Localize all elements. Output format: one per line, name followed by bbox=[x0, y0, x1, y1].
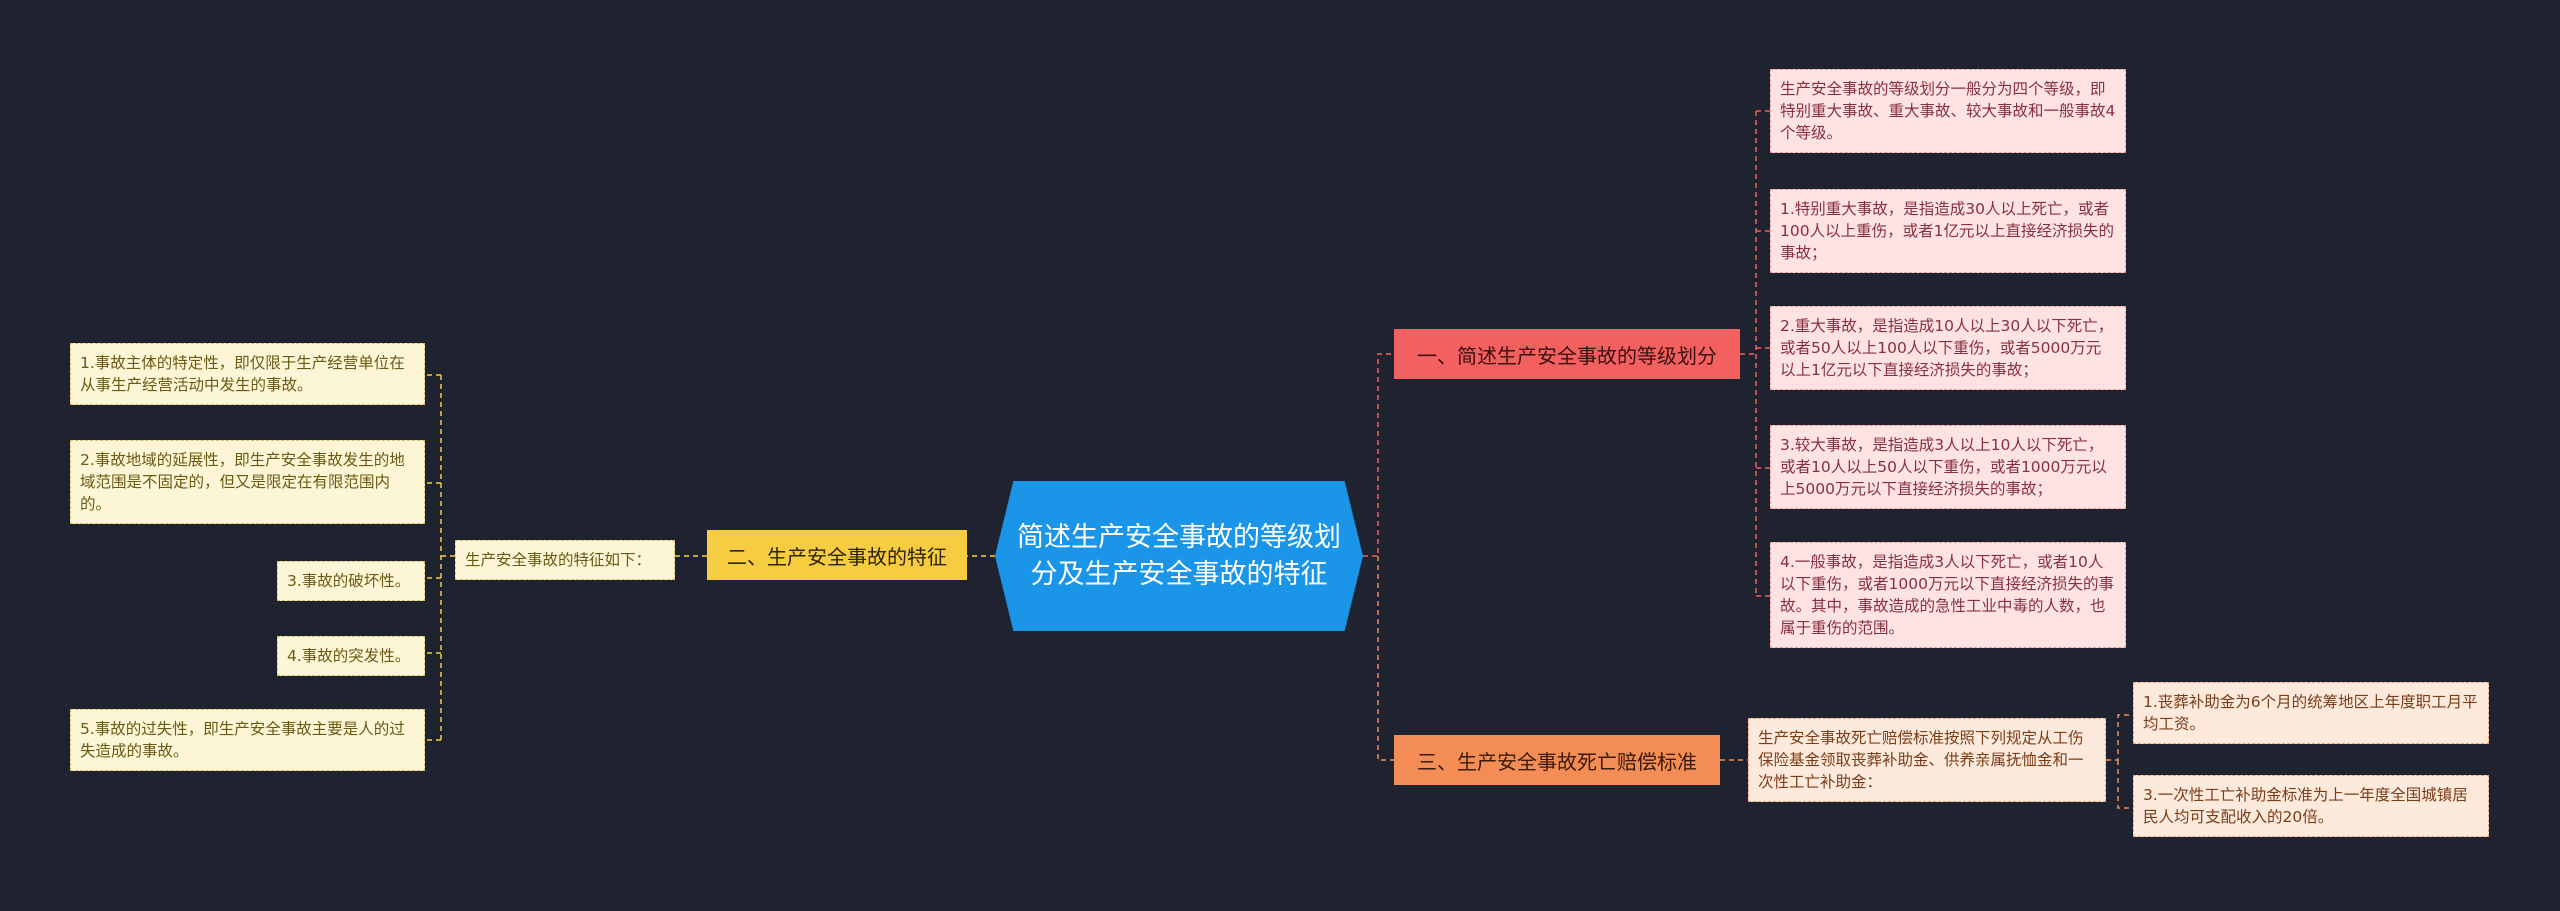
branch-grade-classification-label: 一、简述生产安全事故的等级划分 bbox=[1417, 343, 1717, 368]
grade-leaf-text: 3.较大事故，是指造成3人以上10人以下死亡，或者10人以上50人以下重伤，或者… bbox=[1780, 436, 2107, 498]
characteristic-leaf-text: 1.事故主体的特定性，即仅限于生产经营单位在从事生产经营活动中发生的事故。 bbox=[80, 354, 405, 394]
characteristic-leaf-2[interactable]: 2.事故地域的延展性，即生产安全事故发生的地域范围是不固定的，但又是限定在有限范… bbox=[70, 440, 425, 524]
branch-grade-classification[interactable]: 一、简述生产安全事故的等级划分 bbox=[1394, 329, 1740, 379]
compensation-leaf-text: 3.一次性工亡补助金标准为上一年度全国城镇居民人均可支配收入的20倍。 bbox=[2143, 786, 2468, 826]
characteristics-subtopic[interactable]: 生产安全事故的特征如下： bbox=[455, 540, 675, 580]
characteristics-subtopic-text: 生产安全事故的特征如下： bbox=[465, 551, 652, 569]
characteristic-leaf-text: 2.事故地域的延展性，即生产安全事故发生的地域范围是不固定的，但又是限定在有限范… bbox=[80, 451, 405, 513]
grade-leaf-4[interactable]: 4.一般事故，是指造成3人以下死亡，或者10人以下重伤，或者1000万元以下直接… bbox=[1770, 542, 2126, 648]
grade-leaf-text: 生产安全事故的等级划分一般分为四个等级，即特别重大事故、重大事故、较大事故和一般… bbox=[1780, 80, 2116, 142]
characteristic-leaf-3[interactable]: 3.事故的破坏性。 bbox=[277, 561, 425, 601]
branch-death-compensation-label: 三、生产安全事故死亡赔偿标准 bbox=[1417, 749, 1697, 774]
grade-leaf-3[interactable]: 3.较大事故，是指造成3人以上10人以下死亡，或者10人以上50人以下重伤，或者… bbox=[1770, 425, 2126, 509]
grade-leaf-text: 2.重大事故，是指造成10人以上30人以下死亡，或者50人以上100人以下重伤，… bbox=[1780, 317, 2114, 379]
compensation-leaf-3[interactable]: 3.一次性工亡补助金标准为上一年度全国城镇居民人均可支配收入的20倍。 bbox=[2133, 775, 2489, 837]
branch-accident-characteristics[interactable]: 二、生产安全事故的特征 bbox=[707, 530, 967, 580]
compensation-leaf-text: 1.丧葬补助金为6个月的统筹地区上年度职工月平均工资。 bbox=[2143, 693, 2478, 733]
grade-leaf-2[interactable]: 2.重大事故，是指造成10人以上30人以下死亡，或者50人以上100人以下重伤，… bbox=[1770, 306, 2126, 390]
branch-accident-characteristics-label: 二、生产安全事故的特征 bbox=[727, 544, 947, 569]
compensation-leaf-1[interactable]: 1.丧葬补助金为6个月的统筹地区上年度职工月平均工资。 bbox=[2133, 682, 2489, 744]
characteristic-leaf-text: 3.事故的破坏性。 bbox=[287, 572, 411, 590]
characteristic-leaf-5[interactable]: 5.事故的过失性，即生产安全事故主要是人的过失造成的事故。 bbox=[70, 709, 425, 771]
grade-leaf-overview[interactable]: 生产安全事故的等级划分一般分为四个等级，即特别重大事故、重大事故、较大事故和一般… bbox=[1770, 69, 2126, 153]
compensation-subtopic[interactable]: 生产安全事故死亡赔偿标准按照下列规定从工伤保险基金领取丧葬补助金、供养亲属抚恤金… bbox=[1748, 718, 2106, 802]
compensation-subtopic-text: 生产安全事故死亡赔偿标准按照下列规定从工伤保险基金领取丧葬补助金、供养亲属抚恤金… bbox=[1758, 729, 2084, 791]
grade-leaf-text: 4.一般事故，是指造成3人以下死亡，或者10人以下重伤，或者1000万元以下直接… bbox=[1780, 553, 2114, 637]
central-topic-text: 简述生产安全事故的等级划分及生产安全事故的特征 bbox=[1017, 522, 1341, 590]
characteristic-leaf-text: 4.事故的突发性。 bbox=[287, 647, 411, 665]
characteristic-leaf-4[interactable]: 4.事故的突发性。 bbox=[277, 636, 425, 676]
branch-death-compensation[interactable]: 三、生产安全事故死亡赔偿标准 bbox=[1394, 735, 1720, 785]
characteristic-leaf-text: 5.事故的过失性，即生产安全事故主要是人的过失造成的事故。 bbox=[80, 720, 405, 760]
grade-leaf-text: 1.特别重大事故，是指造成30人以上死亡，或者100人以上重伤，或者1亿元以上直… bbox=[1780, 200, 2114, 262]
grade-leaf-1[interactable]: 1.特别重大事故，是指造成30人以上死亡，或者100人以上重伤，或者1亿元以上直… bbox=[1770, 189, 2126, 273]
characteristic-leaf-1[interactable]: 1.事故主体的特定性，即仅限于生产经营单位在从事生产经营活动中发生的事故。 bbox=[70, 343, 425, 405]
central-topic[interactable]: 简述生产安全事故的等级划分及生产安全事故的特征 bbox=[995, 481, 1363, 631]
